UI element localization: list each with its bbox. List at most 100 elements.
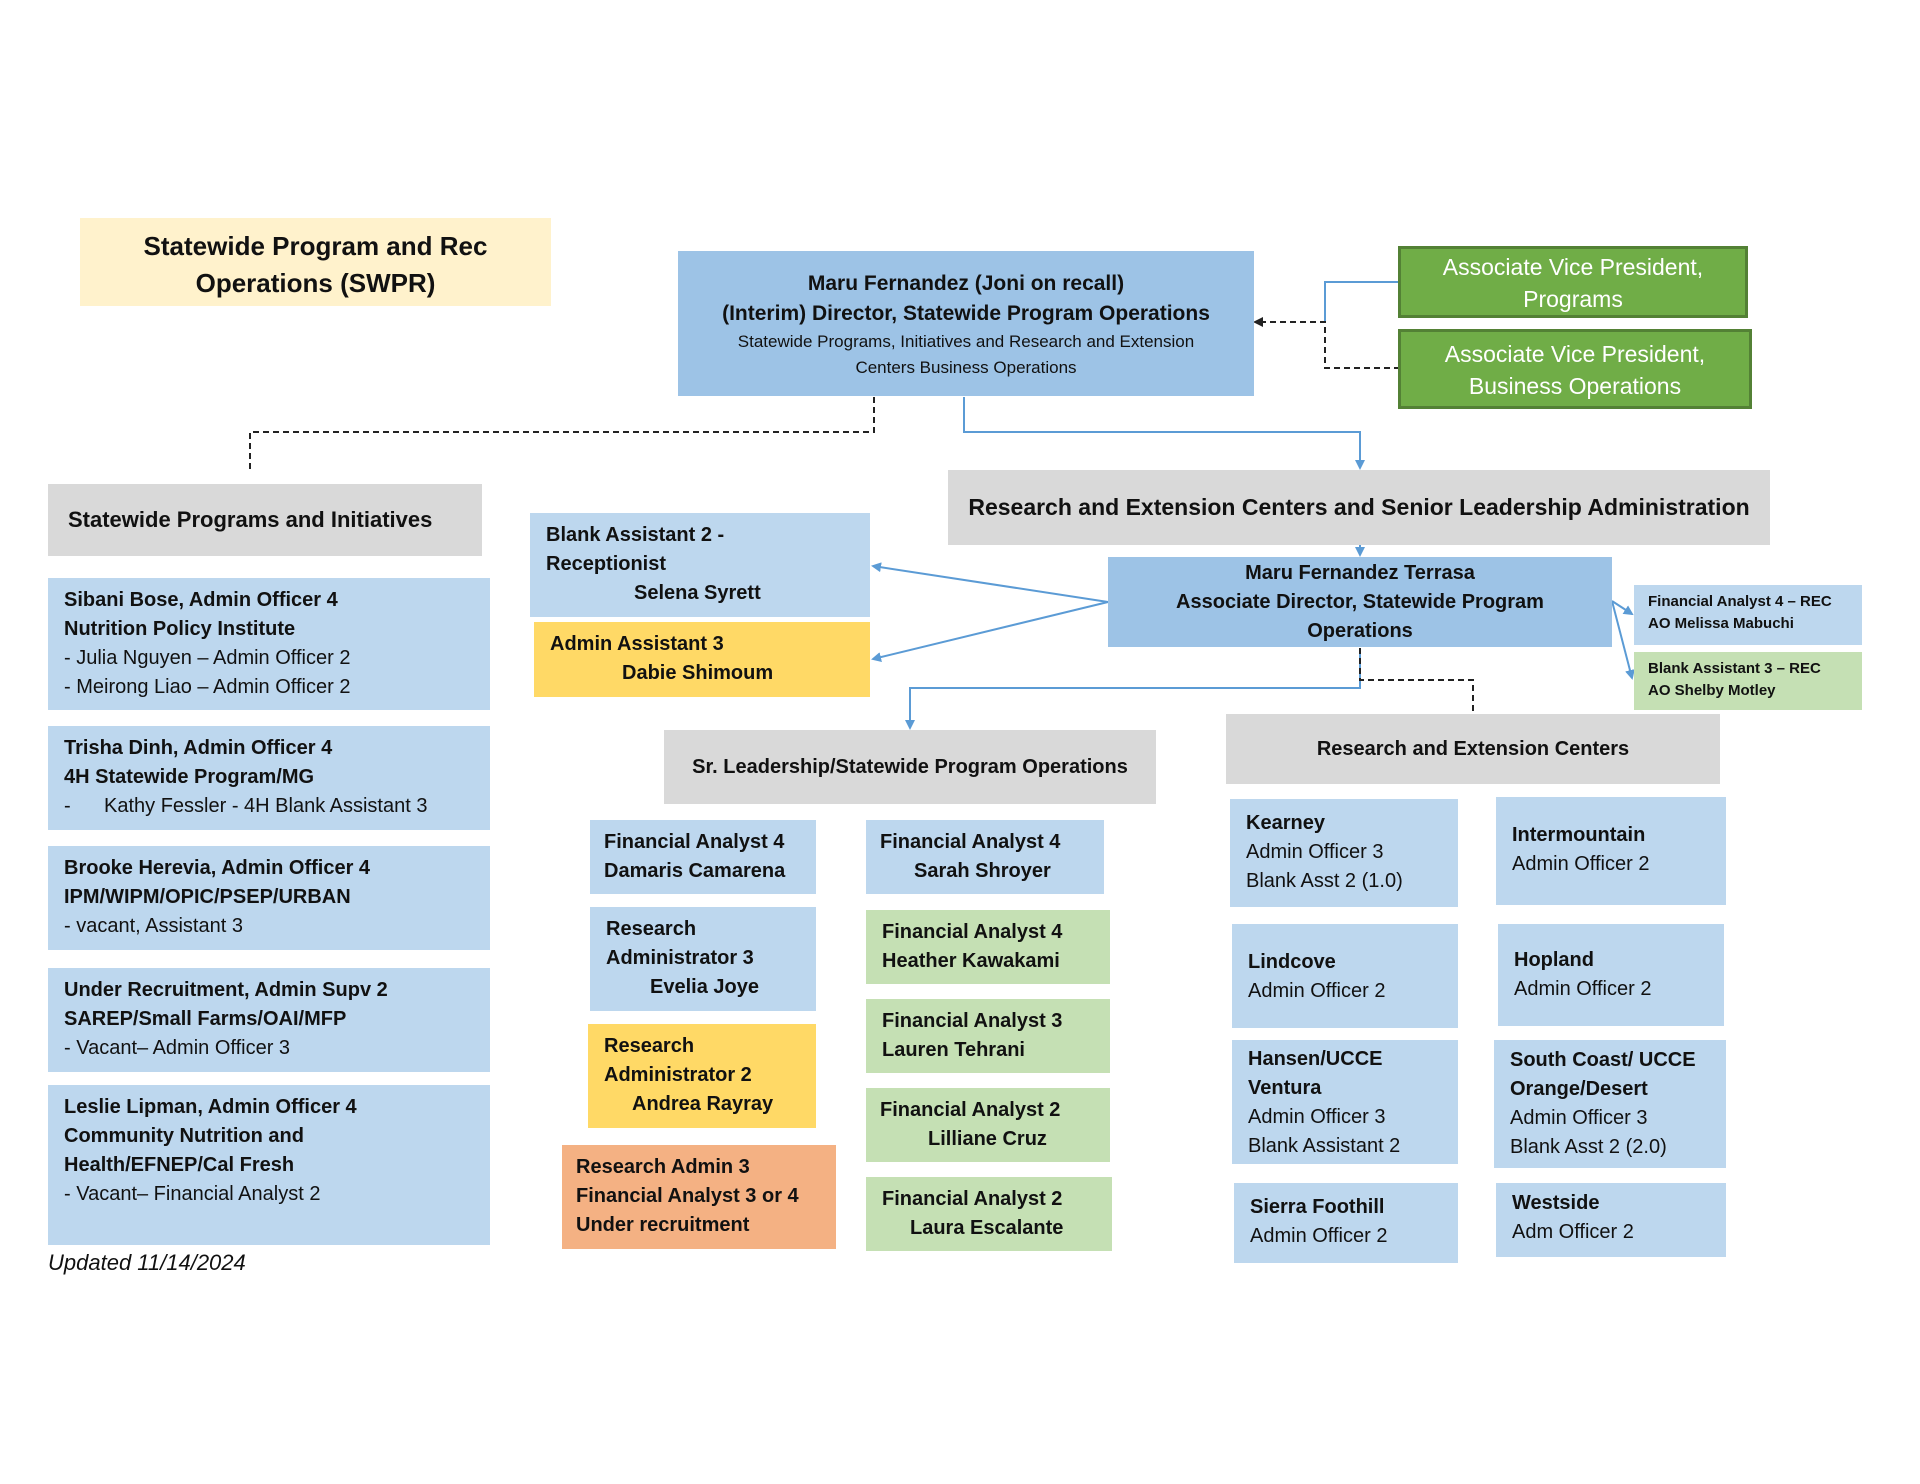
center-name: Sierra Foothill bbox=[1250, 1196, 1385, 1218]
center-staff: Admin Officer 3 bbox=[1246, 841, 1384, 863]
program-staff: - Julia Nguyen – Admin Officer 2 bbox=[64, 647, 351, 669]
avp-business-line-2: Business Operations bbox=[1468, 373, 1682, 399]
program-name: SAREP/Small Farms/OAI/MFP bbox=[64, 1008, 347, 1030]
connector-assoc-admin bbox=[871, 601, 1109, 662]
center-card-hansen: Hansen/UCCE Ventura Admin Officer 3 Blan… bbox=[1232, 1040, 1458, 1164]
staff-title: Administrator 2 bbox=[604, 1064, 752, 1086]
connector-director-statewide bbox=[249, 397, 875, 472]
staff-status: Under recruitment bbox=[576, 1214, 750, 1236]
center-staff: Admin Officer 2 bbox=[1248, 980, 1386, 1002]
staff-card: Financial Analyst 2 Laura Escalante bbox=[866, 1177, 1112, 1251]
center-card-intermountain: Intermountain Admin Officer 2 bbox=[1496, 797, 1726, 905]
assoc-director-box: Maru Fernandez Terrasa Associate Directo… bbox=[1108, 557, 1612, 647]
program-card: Sibani Bose, Admin Officer 4 Nutrition P… bbox=[48, 578, 490, 710]
program-manager: Brooke Herevia, Admin Officer 4 bbox=[64, 857, 371, 879]
center-staff: Admin Officer 3 bbox=[1510, 1107, 1648, 1129]
staff-name: Lauren Tehrani bbox=[882, 1039, 1025, 1061]
connector-assoc-fa4 bbox=[1611, 600, 1634, 616]
program-staff: - Vacant– Financial Analyst 2 bbox=[64, 1183, 321, 1205]
fa4-rec-name: AO Melissa Mabuchi bbox=[1648, 615, 1794, 632]
staff-card: Financial Analyst 4 Sarah Shroyer bbox=[866, 820, 1104, 894]
program-staff: - Vacant– Admin Officer 3 bbox=[64, 1037, 291, 1059]
center-name: South Coast/ UCCE bbox=[1510, 1049, 1696, 1071]
staff-title: Financial Analyst 3 or 4 bbox=[576, 1185, 799, 1207]
center-card-westside: Westside Adm Officer 2 bbox=[1496, 1183, 1726, 1257]
ba3-rec-title: Blank Assistant 3 – REC bbox=[1648, 660, 1821, 677]
center-card-kearney: Kearney Admin Officer 3 Blank Asst 2 (1.… bbox=[1230, 799, 1458, 907]
center-staff: Admin Officer 2 bbox=[1512, 853, 1650, 875]
staff-card: Financial Analyst 4 Heather Kawakami bbox=[866, 910, 1110, 984]
avp-programs-line-1: Associate Vice President, bbox=[1442, 254, 1704, 280]
rec-admin-header: Research and Extension Centers and Senio… bbox=[948, 470, 1770, 545]
receptionist-line-2: Receptionist bbox=[546, 553, 667, 575]
director-box: Maru Fernandez (Joni on recall) (Interim… bbox=[678, 251, 1254, 396]
staff-title: Research Admin 3 bbox=[576, 1156, 750, 1178]
program-card: Leslie Lipman, Admin Officer 4 Community… bbox=[48, 1085, 490, 1245]
staff-title: Financial Analyst 2 bbox=[880, 1099, 1061, 1121]
center-card-sierra-foothill: Sierra Foothill Admin Officer 2 bbox=[1234, 1183, 1458, 1263]
program-staff: - vacant, Assistant 3 bbox=[64, 915, 243, 937]
center-card-hopland: Hopland Admin Officer 2 bbox=[1498, 924, 1724, 1026]
admin-assistant-box: Admin Assistant 3 Dabie Shimoum bbox=[534, 622, 870, 697]
page-title: Statewide Program and Rec Operations (SW… bbox=[80, 218, 551, 306]
connector-director-rec bbox=[963, 397, 1365, 470]
director-name: Maru Fernandez (Joni on recall) bbox=[807, 272, 1125, 295]
program-card: Brooke Herevia, Admin Officer 4 IPM/WIPM… bbox=[48, 846, 490, 950]
rec-centers-header-text: Research and Extension Centers bbox=[1316, 738, 1630, 760]
title-line-2: Operations (SWPR) bbox=[195, 268, 436, 298]
program-card: Trisha Dinh, Admin Officer 4 4H Statewid… bbox=[48, 726, 490, 830]
program-name: Nutrition Policy Institute bbox=[64, 618, 296, 640]
staff-card: Research Admin 3 Financial Analyst 3 or … bbox=[562, 1145, 836, 1249]
connector-avp-programs bbox=[1324, 281, 1400, 322]
program-name: Health/EFNEP/Cal Fresh bbox=[64, 1154, 295, 1176]
connector-assoc-centers bbox=[1359, 648, 1474, 712]
center-staff: Admin Officer 2 bbox=[1250, 1225, 1388, 1247]
staff-title: Research bbox=[606, 918, 697, 940]
program-name: IPM/WIPM/OPIC/PSEP/URBAN bbox=[64, 886, 351, 908]
avp-business-box: Associate Vice President, Business Opera… bbox=[1398, 329, 1752, 409]
avp-business-line-1: Associate Vice President, bbox=[1444, 341, 1706, 367]
program-staff: - Meirong Liao – Admin Officer 2 bbox=[64, 676, 351, 698]
program-name: 4H Statewide Program/MG bbox=[64, 766, 315, 788]
center-name: Kearney bbox=[1246, 812, 1325, 834]
updated-date: Updated 11/14/2024 bbox=[48, 1250, 246, 1275]
staff-name: Lilliane Cruz bbox=[928, 1128, 1047, 1150]
center-card-lindcove: Lindcove Admin Officer 2 bbox=[1232, 924, 1458, 1028]
center-name: Orange/Desert bbox=[1510, 1078, 1648, 1100]
sr-leadership-header-text: Sr. Leadership/Statewide Program Operati… bbox=[692, 756, 1128, 778]
director-desc-1: Statewide Programs, Initiatives and Rese… bbox=[737, 332, 1195, 351]
director-role: (Interim) Director, Statewide Program Op… bbox=[722, 302, 1210, 325]
center-staff: Blank Assistant 2 bbox=[1248, 1135, 1401, 1157]
staff-title: Administrator 3 bbox=[606, 947, 754, 969]
receptionist-line-1: Blank Assistant 2 - bbox=[546, 524, 725, 546]
ba3-rec-box: Blank Assistant 3 – REC AO Shelby Motley bbox=[1634, 652, 1862, 710]
staff-card: Financial Analyst 3 Lauren Tehrani bbox=[866, 999, 1110, 1073]
program-name: Community Nutrition and bbox=[64, 1125, 304, 1147]
ba3-rec-name: AO Shelby Motley bbox=[1648, 682, 1776, 699]
staff-name: Laura Escalante bbox=[910, 1217, 1064, 1239]
assoc-director-role-2: Operations bbox=[1307, 620, 1413, 642]
center-name: Hopland bbox=[1514, 949, 1594, 971]
staff-name: Heather Kawakami bbox=[882, 950, 1060, 972]
center-staff: Admin Officer 3 bbox=[1248, 1106, 1386, 1128]
staff-name: Andrea Rayray bbox=[632, 1093, 774, 1115]
center-name: Ventura bbox=[1248, 1077, 1322, 1099]
staff-title: Financial Analyst 4 bbox=[604, 831, 785, 853]
director-desc-2: Centers Business Operations bbox=[855, 358, 1077, 377]
statewide-programs-header-text: Statewide Programs and Initiatives bbox=[68, 507, 433, 532]
center-name: Intermountain bbox=[1512, 824, 1646, 846]
assoc-director-name: Maru Fernandez Terrasa bbox=[1245, 562, 1475, 584]
staff-title: Research bbox=[604, 1035, 695, 1057]
program-staff: - Kathy Fessler - 4H Blank Assistant 3 bbox=[64, 795, 428, 817]
fa4-rec-box: Financial Analyst 4 – REC AO Melissa Mab… bbox=[1634, 585, 1862, 645]
connector-assoc-ba3 bbox=[1611, 600, 1635, 680]
avp-programs-line-2: Programs bbox=[1523, 286, 1623, 312]
rec-admin-header-text: Research and Extension Centers and Senio… bbox=[968, 494, 1750, 520]
staff-card: Financial Analyst 2 Lilliane Cruz bbox=[866, 1088, 1110, 1162]
staff-card: Financial Analyst 4 Damaris Camarena bbox=[590, 820, 816, 894]
admin-assistant-name: Dabie Shimoum bbox=[622, 662, 774, 684]
staff-title: Financial Analyst 4 bbox=[880, 831, 1061, 853]
program-manager: Trisha Dinh, Admin Officer 4 bbox=[64, 737, 333, 759]
title-line-1: Statewide Program and Rec bbox=[143, 231, 488, 261]
